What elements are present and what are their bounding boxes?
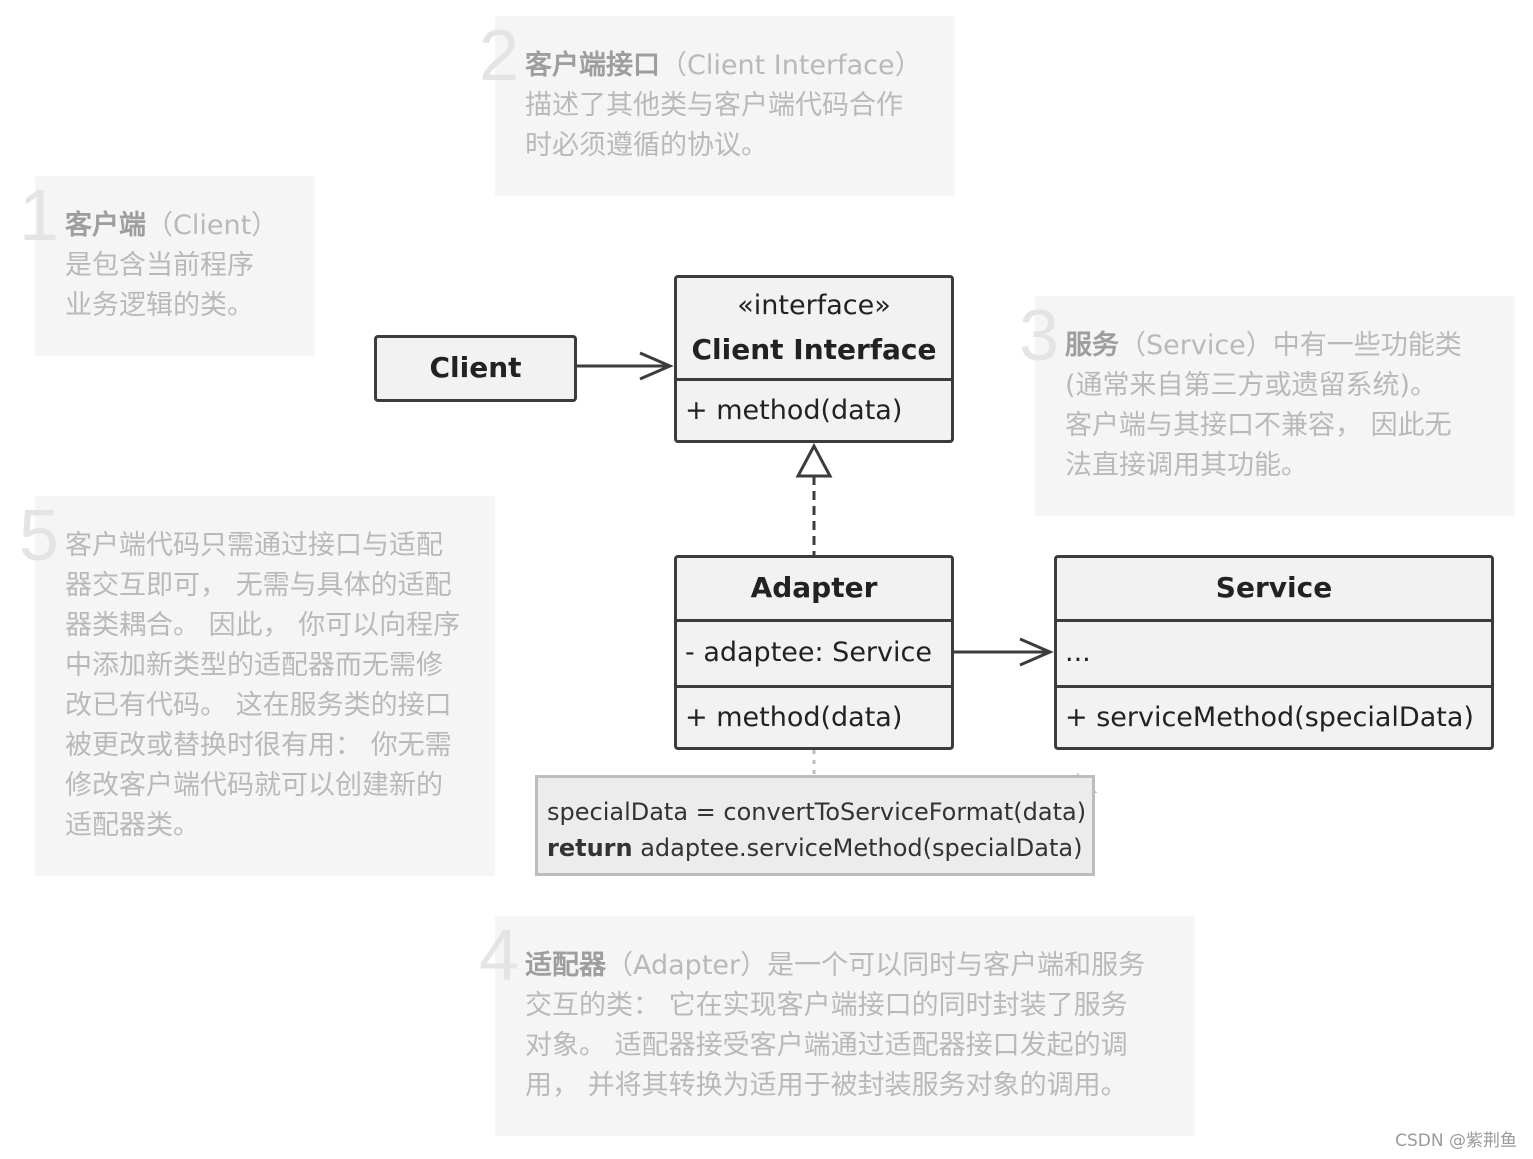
note-text: 客户端代码只需通过接口与适配 器交互即可， 无需与具体的适配 器类耦合。 因此，… <box>65 526 490 846</box>
note-client: 1 客户端（Client） 是包含当前程序 业务逻辑的类。 <box>19 176 315 356</box>
note-paren: （Service） <box>1119 330 1273 361</box>
code-keyword-return: return <box>547 834 633 862</box>
code-line-2-rest: adaptee.serviceMethod(specialData) <box>632 834 1083 862</box>
note-number: 3 <box>1019 296 1060 376</box>
class-method: + method(data) <box>677 378 951 443</box>
note-line: 器类耦合。 因此， 你可以向程序 <box>65 610 461 641</box>
note-benefit: 5 客户端代码只需通过接口与适配 器交互即可， 无需与具体的适配 器类耦合。 因… <box>19 496 495 876</box>
class-name: Client Interface <box>691 333 937 366</box>
note-number: 5 <box>19 496 60 576</box>
class-name: Client <box>429 351 522 384</box>
class-stereotype: «interface» <box>737 290 891 321</box>
class-name: Service <box>1215 571 1333 604</box>
note-service: 3 服务（Service）中有一些功能类 (通常来自第三方或遗留系统)。 客户端… <box>1019 296 1515 516</box>
note-title: 适配器 <box>525 950 606 981</box>
note-text: 客户端接口（Client Interface） 描述了其他类与客户端代码合作 时… <box>525 46 950 166</box>
note-line: 客户端代码只需通过接口与适配 <box>65 530 443 561</box>
note-line: 适配器类。 <box>65 810 200 841</box>
class-client[interactable]: Client <box>374 335 577 402</box>
note-line: 对象。 适配器接受客户端通过适配器接口发起的调 <box>525 1030 1128 1061</box>
note-title: 客户端 <box>65 210 146 241</box>
note-line: 业务逻辑的类。 <box>65 290 254 321</box>
note-line: 描述了其他类与客户端代码合作 <box>525 90 903 121</box>
note-line: 被更改或替换时很有用： 你无需 <box>65 730 452 761</box>
class-service[interactable]: Service ... + serviceMethod(specialData) <box>1054 555 1494 750</box>
note-paren: （Client Interface） <box>660 50 922 81</box>
note-client-interface: 2 客户端接口（Client Interface） 描述了其他类与客户端代码合作… <box>479 16 955 196</box>
code-line-1: specialData = convertToServiceFormat(dat… <box>547 798 1087 826</box>
class-method: + method(data) <box>677 685 951 750</box>
note-number: 4 <box>479 916 520 996</box>
note-adapter: 4 适配器（Adapter）是一个可以同时与客户端和服务 交互的类： 它在实现客… <box>479 916 1195 1136</box>
class-field: - adaptee: Service <box>677 619 951 685</box>
adapter-to-service-arrowhead <box>1019 637 1054 667</box>
note-line: 中添加新类型的适配器而无需修 <box>65 650 443 681</box>
client-to-interface-arrowhead <box>639 351 674 381</box>
note-line: 客户端与其接口不兼容， 因此无 <box>1065 410 1452 441</box>
note-text: 适配器（Adapter）是一个可以同时与客户端和服务 交互的类： 它在实现客户端… <box>525 946 1190 1106</box>
note-line: (通常来自第三方或遗留系统)。 <box>1065 370 1438 401</box>
realization-triangle-icon <box>795 442 833 478</box>
class-client-interface[interactable]: «interface» Client Interface + method(da… <box>674 275 954 443</box>
note-number: 2 <box>479 16 520 96</box>
class-name: Adapter <box>750 571 878 604</box>
note-title-rest: 是一个可以同时与客户端和服务 <box>767 950 1146 981</box>
note-line: 交互的类： 它在实现客户端接口的同时封装了服务 <box>525 990 1128 1021</box>
class-adapter[interactable]: Adapter - adaptee: Service + method(data… <box>674 555 954 750</box>
class-field: ... <box>1057 619 1491 685</box>
code-line-2: return adaptee.serviceMethod(specialData… <box>547 830 1092 866</box>
note-title-rest: 中有一些功能类 <box>1272 330 1462 361</box>
note-title: 客户端接口 <box>525 50 660 81</box>
note-line: 时必须遵循的协议。 <box>525 130 768 161</box>
note-line: 修改客户端代码就可以创建新的 <box>65 770 443 801</box>
class-method: + serviceMethod(specialData) <box>1057 685 1491 750</box>
note-line: 用， 并将其转换为适用于被封装服务对象的调用。 <box>525 1070 1128 1101</box>
note-line: 法直接调用其功能。 <box>1065 450 1308 481</box>
note-paren: （Client） <box>146 210 279 241</box>
note-text: 客户端（Client） 是包含当前程序 业务逻辑的类。 <box>65 206 315 326</box>
note-text: 服务（Service）中有一些功能类 (通常来自第三方或遗留系统)。 客户端与其… <box>1065 326 1510 486</box>
note-line: 是包含当前程序 <box>65 250 254 281</box>
watermark: CSDN @紫荆鱼 <box>1395 1131 1517 1151</box>
note-number: 1 <box>19 176 60 256</box>
note-title: 服务 <box>1065 330 1119 361</box>
note-line: 改已有代码。 这在服务类的接口 <box>65 690 452 721</box>
note-line: 器交互即可， 无需与具体的适配 <box>65 570 452 601</box>
code-note: specialData = convertToServiceFormat(dat… <box>535 775 1095 876</box>
note-paren: （Adapter） <box>606 950 768 981</box>
